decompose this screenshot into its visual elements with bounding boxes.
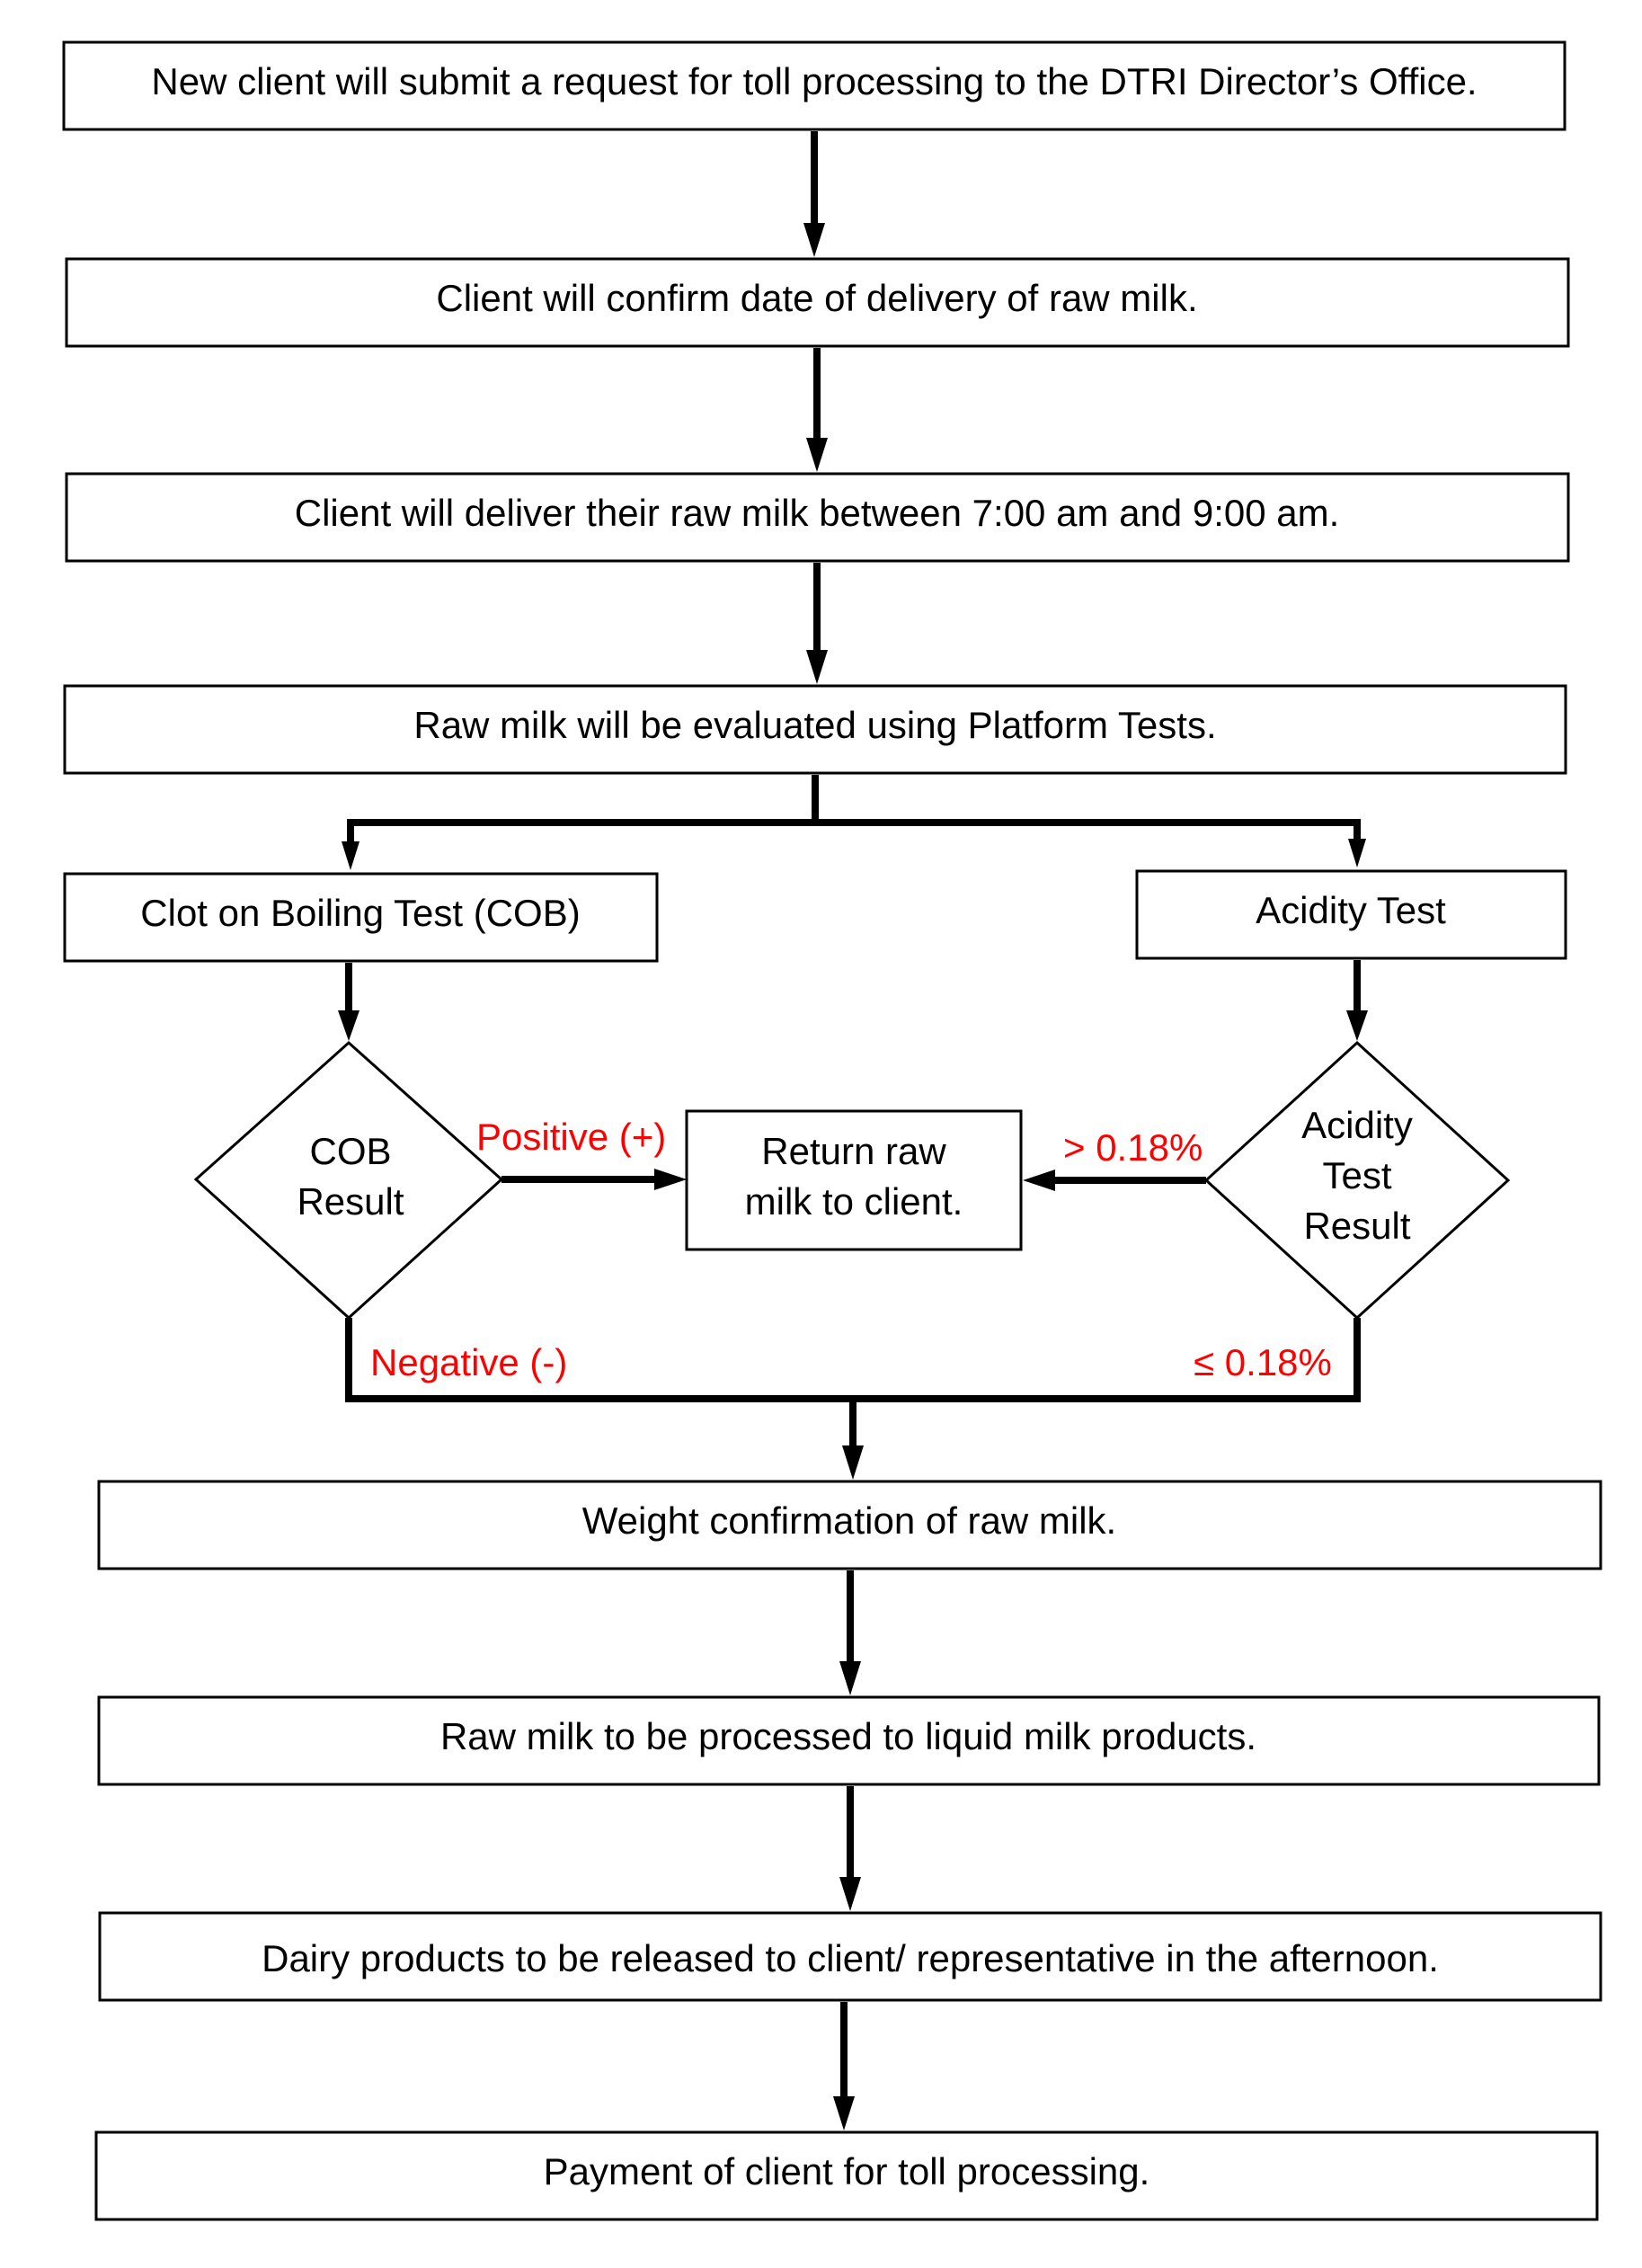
step-release-text: Dairy products to be released to client/…	[262, 1937, 1439, 1979]
label-at-or-below-threshold: ≤ 0.18%	[1194, 1341, 1332, 1383]
step-release: Dairy products to be released to client/…	[98, 1911, 1602, 2002]
connector-process-to-release	[839, 1786, 861, 1911]
decision-cob-result: COB Result	[193, 1040, 504, 1321]
step-weight-box	[97, 1480, 1602, 1570]
connector-confirm-to-deliver	[806, 348, 828, 472]
step-acidity-test-text: Acidity Test	[1256, 889, 1446, 931]
label-above-threshold: > 0.18%	[1063, 1126, 1203, 1169]
step-payment: Payment of client for toll processing.	[94, 2130, 1599, 2221]
connector-cob-positive-to-return	[501, 1169, 687, 1190]
step-confirm-date-box	[65, 257, 1570, 348]
step-confirm-date-text: Client will confirm date of delivery of …	[436, 277, 1197, 319]
step-process: Raw milk to be processed to liquid milk …	[97, 1695, 1601, 1786]
step-confirm-date: Client will confirm date of delivery of …	[65, 257, 1570, 348]
step-platform-tests-text: Raw milk will be evaluated using Platfor…	[413, 704, 1216, 746]
decision-acidity-result: Acidity Test Result	[1203, 1040, 1511, 1321]
step-cob-test: Clot on Boiling Test (COB)	[63, 872, 659, 963]
step-cob-test-text: Clot on Boiling Test (COB)	[140, 892, 580, 934]
connector-cob-to-decision	[338, 963, 359, 1041]
decision-acidity-result-line3: Result	[1303, 1205, 1410, 1247]
step-platform-tests: Raw milk will be evaluated using Platfor…	[63, 684, 1567, 775]
step-acidity-test-box	[1135, 869, 1567, 960]
step-cob-test-box	[63, 872, 659, 963]
step-process-text: Raw milk to be processed to liquid milk …	[440, 1715, 1256, 1757]
connector-negative-merge	[345, 1318, 1361, 1480]
step-return-milk-line1: Return raw	[761, 1130, 946, 1172]
step-payment-box	[94, 2130, 1599, 2221]
step-return-milk-line2: milk to client.	[745, 1180, 963, 1223]
connector-weight-to-process	[839, 1570, 861, 1695]
step-release-box	[98, 1911, 1602, 2002]
decision-acidity-result-line2: Test	[1322, 1154, 1391, 1196]
connector-release-to-payment	[833, 2002, 855, 2130]
decision-acidity-result-line1: Acidity	[1301, 1104, 1413, 1146]
step-process-box	[97, 1695, 1601, 1786]
step-request: New client will submit a request for tol…	[62, 40, 1567, 131]
label-negative: Negative (-)	[370, 1341, 567, 1383]
connector-platform-split	[342, 775, 1366, 870]
step-platform-tests-box	[63, 684, 1567, 775]
step-weight-text: Weight confirmation of raw milk.	[582, 1499, 1116, 1542]
step-deliver-box	[65, 472, 1570, 563]
step-return-milk-box	[685, 1109, 1023, 1251]
label-positive: Positive (+)	[476, 1116, 666, 1158]
connector-acidity-to-decision	[1346, 960, 1368, 1041]
connector-acidity-above-to-return	[1023, 1170, 1206, 1191]
step-request-box	[62, 40, 1567, 131]
step-return-milk: Return raw milk to client.	[685, 1109, 1023, 1251]
step-acidity-test: Acidity Test	[1135, 869, 1567, 960]
step-weight: Weight confirmation of raw milk.	[97, 1480, 1602, 1570]
connector-request-to-confirm	[803, 131, 825, 257]
decision-cob-result-line1: COB	[309, 1130, 391, 1172]
step-payment-text: Payment of client for toll processing.	[544, 2150, 1150, 2192]
connector-deliver-to-platform	[806, 563, 828, 684]
step-deliver: Client will deliver their raw milk betwe…	[65, 472, 1570, 563]
step-deliver-text: Client will deliver their raw milk betwe…	[295, 492, 1340, 534]
decision-cob-result-line2: Result	[297, 1180, 404, 1223]
step-request-text: New client will submit a request for tol…	[151, 60, 1477, 102]
